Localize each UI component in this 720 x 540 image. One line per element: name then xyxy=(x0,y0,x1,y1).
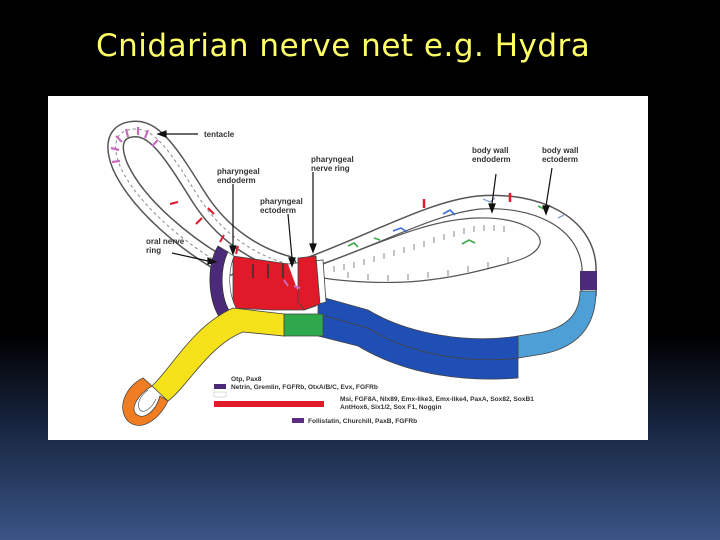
label-pharyngeal-nerve-ring-2: nerve ring xyxy=(311,164,350,173)
label-body-wall-ectoderm-2: ectoderm xyxy=(542,155,578,164)
diagram-labels: tentacle pharyngeal endoderm pharyngeal … xyxy=(146,130,578,255)
lower-body xyxy=(283,290,597,380)
legend: Otp, Pax8 Netrin, Gremlin, FGFRb, OtxA/B… xyxy=(213,376,534,425)
tentacle-pink-cells xyxy=(110,127,159,164)
legend-text: Netrin, Gremlin, FGFRb, OtxA/B/C, Evx, F… xyxy=(231,384,378,391)
legend-swatch xyxy=(292,418,304,423)
label-pharyngeal-endoderm-2: endoderm xyxy=(217,176,256,185)
hydra-nerve-net-diagram: tentacle pharyngeal endoderm pharyngeal … xyxy=(48,96,648,440)
legend-text: Msi, FGF8A, Nlx89, Emx-like3, Emx-like4,… xyxy=(340,396,534,403)
lower-arm xyxy=(122,307,285,426)
legend-item: Msi, FGF8A, Nlx89, Emx-like3, Emx-like4,… xyxy=(213,391,534,403)
label-pharyngeal-ectoderm-1: pharyngeal xyxy=(260,197,303,206)
label-tentacle: tentacle xyxy=(204,130,235,139)
legend-item: Otp, Pax8 xyxy=(231,376,262,383)
legend-swatch xyxy=(214,384,226,389)
hypostome xyxy=(209,245,327,319)
tentacle-structure xyxy=(107,120,297,277)
legend-swatch xyxy=(213,391,227,398)
label-pharyngeal-endoderm-1: pharyngeal xyxy=(217,167,260,176)
legend-item: AntHox6, Six1/2, Sox F1, Noggin xyxy=(214,401,442,411)
lobe-purple-segment xyxy=(580,271,597,290)
label-oral-nerve-ring-2: ring xyxy=(146,246,161,255)
legend-text: Otp, Pax8 xyxy=(231,376,262,383)
legend-item: Netrin, Gremlin, FGFRb, OtxA/B/C, Evx, F… xyxy=(214,384,378,391)
body-column xyxy=(297,193,597,296)
legend-text: AntHox6, Six1/2, Sox F1, Noggin xyxy=(340,404,442,411)
body-red-markers xyxy=(422,193,512,208)
label-pharyngeal-nerve-ring-1: pharyngeal xyxy=(311,155,354,164)
gastric-villi xyxy=(333,225,509,281)
callout-arrows xyxy=(156,130,553,268)
diagram-canvas: tentacle pharyngeal endoderm pharyngeal … xyxy=(107,120,597,426)
label-oral-nerve-ring-1: oral nerve xyxy=(146,237,185,246)
label-pharyngeal-ectoderm-2: ectoderm xyxy=(260,206,296,215)
label-body-wall-endoderm-2: endoderm xyxy=(472,155,511,164)
legend-item: Follistatin, Churchill, PaxB, FGFRb xyxy=(292,418,417,425)
slide-title: Cnidarian nerve net e.g. Hydra xyxy=(96,28,591,64)
legend-swatch xyxy=(214,401,324,407)
tentacle-red-cells xyxy=(169,201,239,255)
label-body-wall-ectoderm-1: body wall xyxy=(542,146,578,155)
legend-text: Follistatin, Churchill, PaxB, FGFRb xyxy=(308,418,417,425)
label-body-wall-endoderm-1: body wall xyxy=(472,146,508,155)
